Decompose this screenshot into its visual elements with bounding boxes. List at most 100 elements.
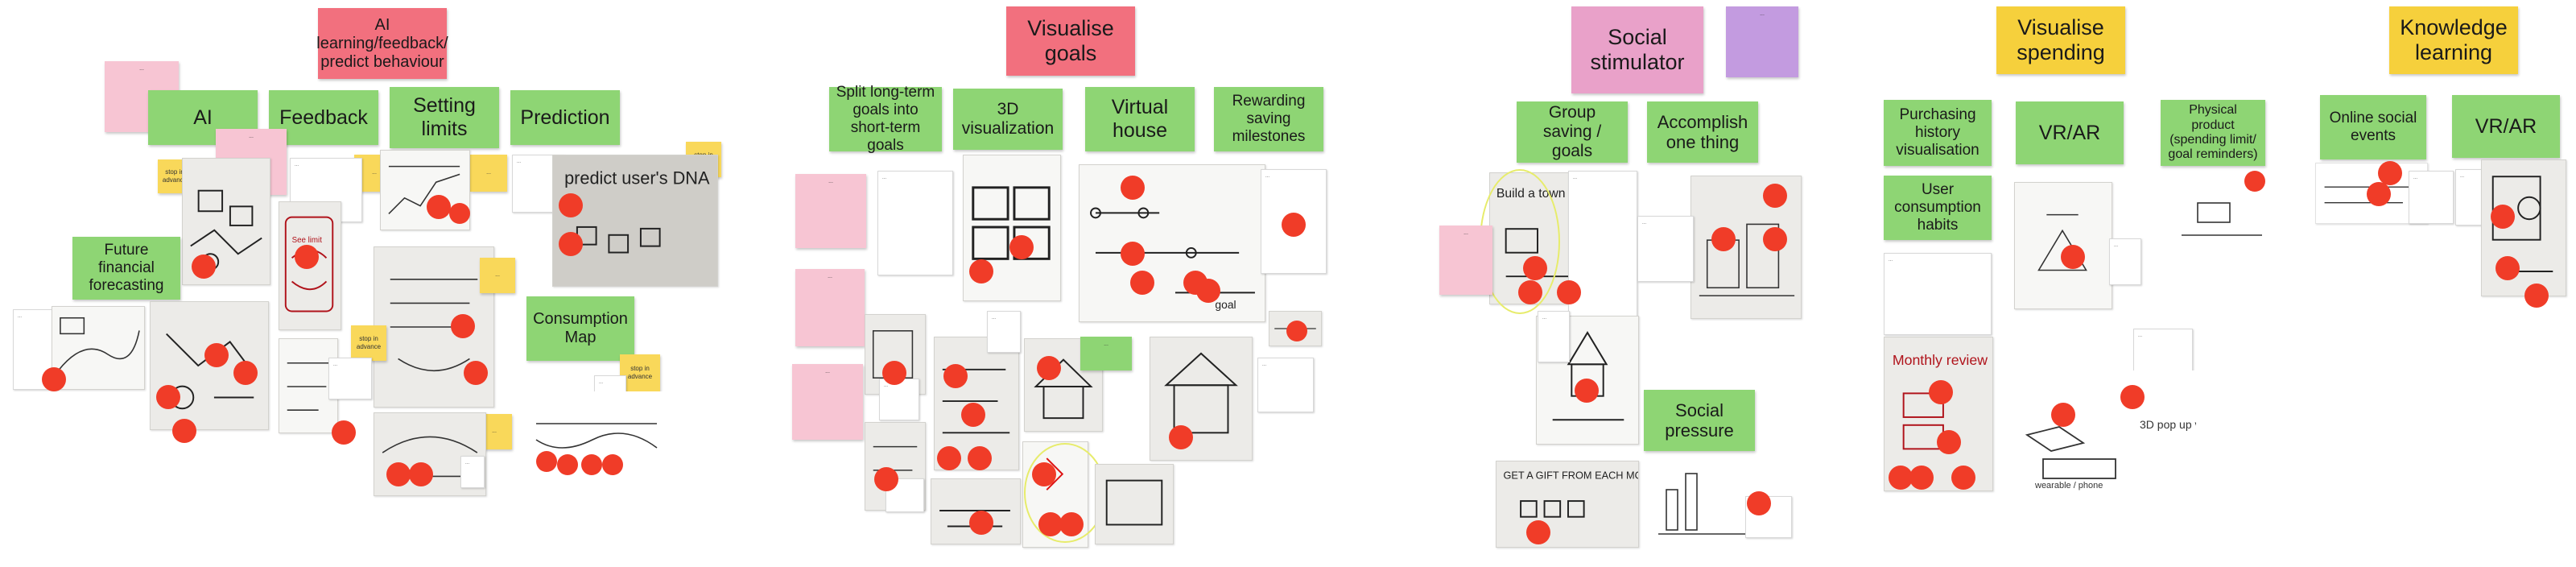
note-yellow[interactable]: ...: [480, 258, 515, 293]
vote-dot: [427, 195, 451, 219]
label-accomplish-one[interactable]: Accomplish one thing: [1647, 101, 1758, 163]
sketch-virtual-house-2[interactable]: [1150, 337, 1253, 461]
sketch-drawing: [2037, 213, 2087, 271]
vote-dot: [2496, 256, 2520, 280]
sketch-forecasting[interactable]: [52, 306, 145, 390]
note-pink[interactable]: ...: [792, 364, 863, 440]
sketch-vr-ar-knowledge[interactable]: [2481, 159, 2566, 296]
vote-dot: [969, 511, 993, 535]
vote-dot: [451, 314, 475, 338]
note-stop-in-advance[interactable]: stop in advance: [351, 325, 386, 361]
sketch-drawing: 3D pop up visual wearable / phone: [2025, 418, 2196, 490]
vote-dot: [464, 361, 488, 385]
theme-knowledge-learning[interactable]: Knowledge learning: [2389, 6, 2518, 74]
label-vr-ar-knowledge[interactable]: VR/AR: [2452, 95, 2560, 158]
vote-dot: [1889, 466, 1913, 490]
note-pink[interactable]: ...: [795, 269, 865, 346]
vote-dot: [1037, 356, 1061, 380]
vote-dot: [1763, 227, 1787, 251]
vote-dot: [559, 232, 583, 256]
svg-text:goal: goal: [1215, 298, 1236, 311]
vote-dot: [409, 462, 433, 486]
svg-text:predict user's DNA: predict user's DNA: [564, 168, 710, 188]
sketch-vr-popup[interactable]: 3D pop up visual wearable / phone: [2019, 370, 2196, 491]
label-setting-limits[interactable]: Setting limits: [390, 87, 499, 148]
text-card: ...: [1637, 216, 1694, 282]
vote-dot: [2491, 205, 2515, 229]
sketch-group-gift[interactable]: GET A GIFT FROM EACH MONTH visible to my…: [1496, 461, 1639, 548]
note-stop-in-advance[interactable]: stop in advance: [620, 354, 660, 391]
sketch-drawing: [2491, 176, 2553, 272]
vote-dot: [1518, 280, 1542, 304]
vote-dot: [2120, 385, 2145, 409]
sketch-consumption-map[interactable]: [528, 391, 667, 488]
label-group-saving[interactable]: Group saving / goals: [1517, 101, 1628, 163]
vote-dot: [1747, 491, 1771, 515]
vote-dot: [332, 420, 356, 445]
note-purple[interactable]: ...: [1726, 6, 1798, 77]
label-future-forecasting[interactable]: Future financial forecasting: [72, 237, 180, 300]
note-pink[interactable]: ...: [795, 174, 866, 248]
sketch-prediction[interactable]: predict user's DNA: [552, 155, 718, 287]
sketch-drawing: [287, 362, 330, 411]
theme-visualise-goals[interactable]: Visualise goals: [1006, 6, 1135, 76]
sketch-virtual-house[interactable]: goal: [1079, 164, 1265, 322]
vote-dot: [1557, 280, 1581, 304]
label-physical-product[interactable]: Physical product (spending limit/ goal r…: [2161, 100, 2265, 166]
vote-dot: [1032, 462, 1056, 486]
theme-visualise-spending[interactable]: Visualise spending: [1996, 6, 2125, 74]
sketch-vr-ar-spending[interactable]: [2014, 182, 2112, 309]
sketch-social-pressure[interactable]: [1650, 457, 1753, 553]
vote-dot: [2051, 403, 2075, 427]
vote-dot: [968, 446, 992, 470]
svg-text:GET A GIFT FROM EACH MONTH vis: GET A GIFT FROM EACH MONTH visible to my…: [1504, 470, 1639, 482]
vote-dot: [1282, 213, 1306, 237]
text-card: ...: [877, 171, 953, 275]
theme-ai-learning[interactable]: AI learning/feedback/ predict behaviour: [316, 8, 448, 79]
vote-dot: [874, 467, 898, 491]
vote-dot: [1711, 227, 1736, 251]
vote-dot: [1951, 466, 1975, 490]
label-vr-ar-spending[interactable]: VR/AR: [2016, 101, 2124, 164]
vote-dot: [937, 446, 961, 470]
label-user-consumption[interactable]: User consumption habits: [1884, 176, 1992, 240]
vote-dot: [1929, 380, 1953, 404]
sketch-drawing: predict user's DNA: [564, 168, 710, 254]
sketch-feedback-2[interactable]: [279, 338, 338, 433]
vote-dot: [1121, 176, 1145, 200]
sketch-drawing: [388, 165, 460, 214]
vote-dot: [943, 364, 968, 388]
vote-dot: [192, 255, 216, 279]
label-purchasing-history[interactable]: Purchasing history visualisation: [1884, 100, 1992, 166]
text-card: ...: [1538, 311, 1570, 362]
text-card: ...: [328, 358, 372, 399]
label-3d-visualization[interactable]: 3D visualization: [953, 89, 1063, 150]
sketch-drawing: GET A GIFT FROM EACH MONTH visible to my…: [1504, 470, 1639, 518]
vote-dot: [1763, 184, 1787, 208]
label-virtual-house[interactable]: Virtual house: [1085, 87, 1195, 151]
label-rewarding-milestones[interactable]: Rewarding saving milestones: [1214, 87, 1323, 151]
vote-dot: [295, 245, 319, 269]
text-card: ...: [886, 478, 924, 512]
vote-dot: [1286, 321, 1307, 341]
vote-dot: [961, 403, 985, 427]
label-online-social-events[interactable]: Online social events: [2320, 95, 2426, 159]
theme-social-stimulator[interactable]: Social stimulator: [1571, 6, 1703, 93]
vote-dot: [2367, 182, 2391, 206]
vote-dot: [2524, 284, 2549, 308]
label-split-goals[interactable]: Split long-term goals into short-term go…: [829, 84, 942, 154]
sketch-drawing: goal: [1090, 207, 1255, 311]
text-card: ...: [2409, 171, 2454, 224]
note-yellow[interactable]: ...: [470, 155, 507, 192]
label-consumption-map[interactable]: Consumption Map: [526, 296, 634, 361]
sketch-goals-6[interactable]: [1095, 464, 1174, 544]
label-feedback[interactable]: Feedback: [269, 90, 378, 145]
label-social-pressure[interactable]: Social pressure: [1644, 390, 1755, 451]
svg-text:wearable / phone: wearable / phone: [2034, 481, 2103, 490]
note-pink[interactable]: ...: [1439, 226, 1492, 295]
label-prediction[interactable]: Prediction: [510, 90, 620, 145]
note-green[interactable]: ...: [1080, 337, 1132, 370]
sketch-drawing: [1658, 473, 1747, 535]
svg-text:Monthly review: Monthly review: [1893, 352, 1988, 368]
